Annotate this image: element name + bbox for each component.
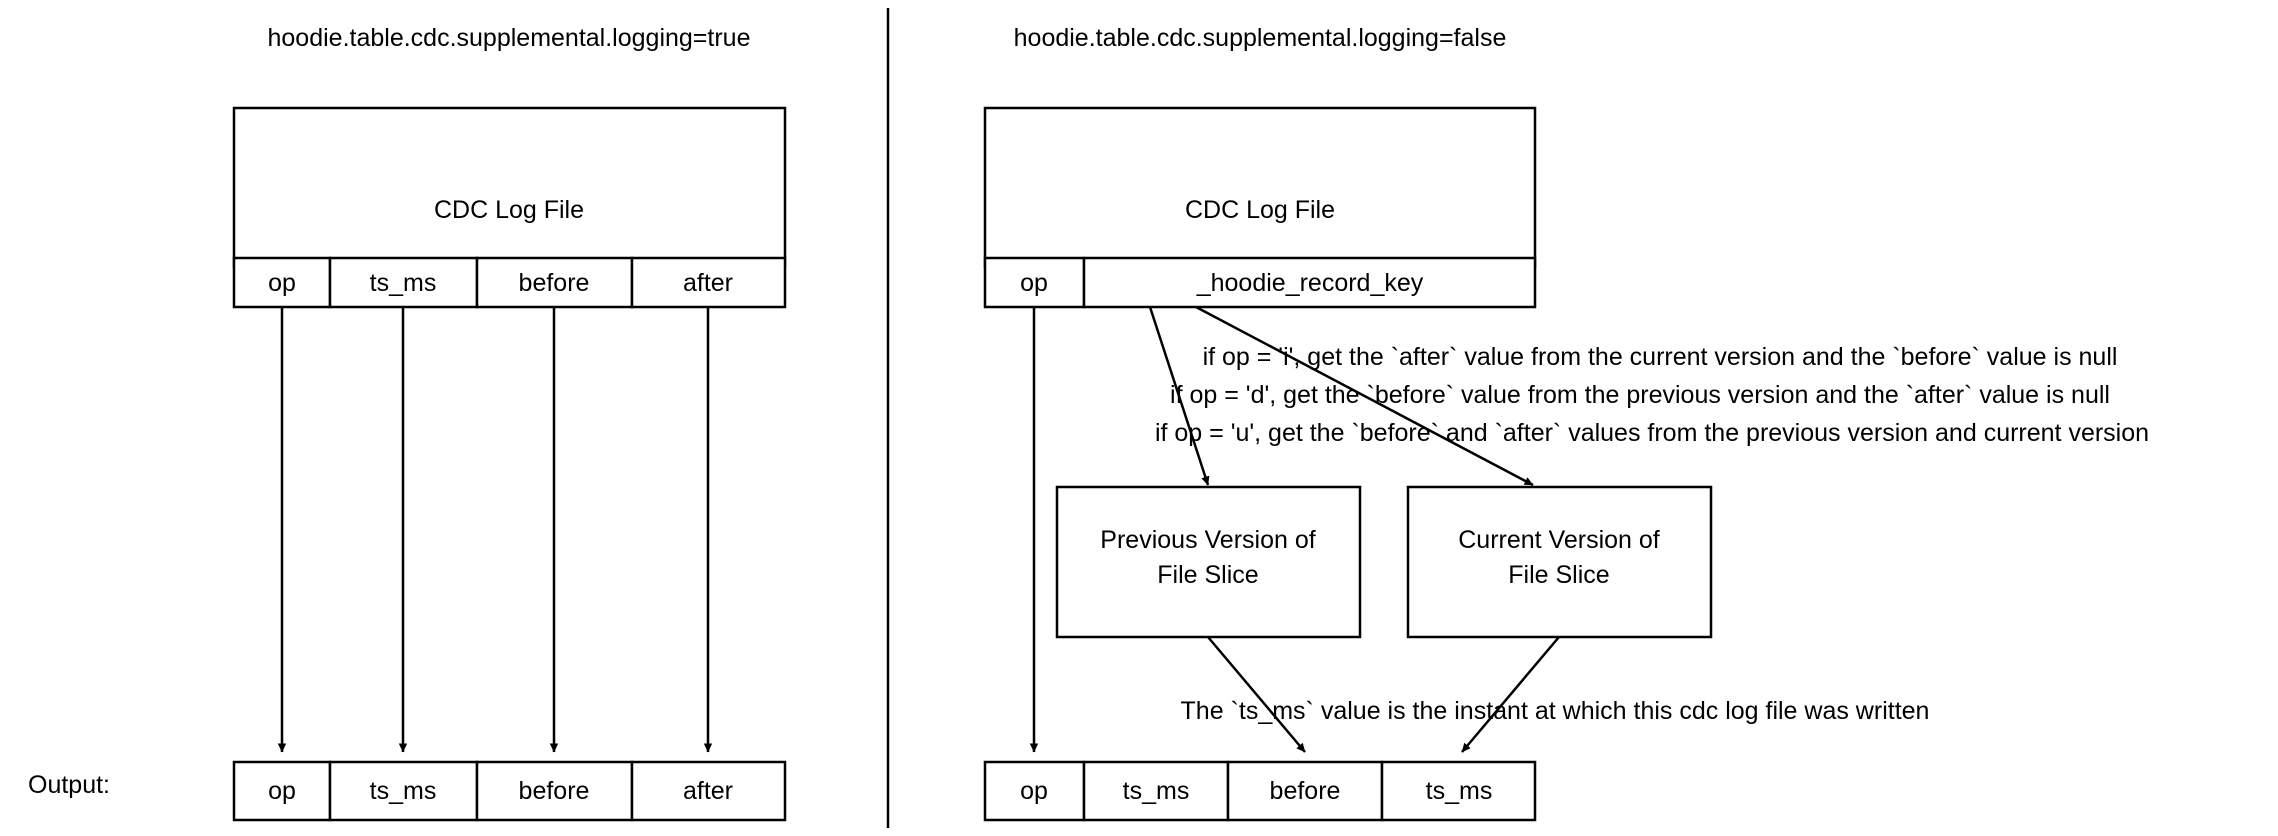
arrow-current-version-to-output bbox=[1461, 636, 1560, 753]
right-cdc-log-file-label: CDC Log File bbox=[1185, 196, 1335, 224]
current-version-line1: Current Version of bbox=[1458, 526, 1660, 554]
left-log-col-op bbox=[232, 256, 332, 309]
left-cdc-log-file-box bbox=[232, 106, 787, 269]
right-log-col-op-label: op bbox=[1020, 269, 1048, 297]
current-version-box bbox=[1406, 485, 1713, 639]
ts-ms-note: The `ts_ms` value is the instant at whic… bbox=[1181, 697, 1930, 725]
right-output-col-ts-ms-2 bbox=[1380, 760, 1537, 822]
left-output-col-after bbox=[630, 760, 787, 822]
left-log-col-before bbox=[475, 256, 634, 309]
left-log-col-ts-ms-label: ts_ms bbox=[370, 269, 437, 297]
right-output-col-op bbox=[983, 760, 1086, 822]
left-output-col-ts-ms-label: ts_ms bbox=[370, 777, 437, 805]
right-output-col-ts-ms-2-label: ts_ms bbox=[1426, 777, 1493, 805]
left-output-col-after-label: after bbox=[683, 777, 733, 805]
left-output-col-op-label: op bbox=[268, 777, 296, 805]
left-log-col-after-label: after bbox=[683, 269, 733, 297]
previous-version-line1: Previous Version of bbox=[1100, 526, 1315, 554]
right-output-col-op-label: op bbox=[1020, 777, 1048, 805]
left-output-col-before bbox=[475, 760, 634, 822]
current-version-line2: File Slice bbox=[1508, 561, 1609, 589]
left-output-col-before-label: before bbox=[519, 777, 590, 805]
left-panel-title: hoodie.table.cdc.supplemental.logging=tr… bbox=[268, 24, 751, 52]
right-arrow-to-previous-version bbox=[1148, 306, 1210, 486]
right-note-update: if op = 'u', get the `before` and `after… bbox=[1155, 419, 2149, 447]
left-log-col-op-label: op bbox=[268, 269, 296, 297]
right-output-col-before bbox=[1226, 760, 1384, 822]
left-output-col-ts-ms bbox=[328, 760, 479, 822]
previous-version-line2: File Slice bbox=[1157, 561, 1258, 589]
right-log-col-record-key bbox=[1082, 256, 1537, 309]
right-output-col-ts-ms bbox=[1082, 760, 1230, 822]
right-output-col-ts-ms-label: ts_ms bbox=[1123, 777, 1190, 805]
right-cdc-log-file-box bbox=[983, 106, 1537, 269]
right-output-col-before-label: before bbox=[1270, 777, 1341, 805]
right-note-insert: if op = 'i', get the `after` value from … bbox=[1203, 343, 2118, 371]
right-note-delete: if op = 'd', get the `before` value from… bbox=[1170, 381, 2110, 409]
previous-version-box bbox=[1055, 485, 1362, 639]
left-log-col-before-label: before bbox=[519, 269, 590, 297]
right-arrow-to-current-version bbox=[1195, 305, 1534, 487]
output-label: Output: bbox=[28, 771, 110, 799]
right-panel-title: hoodie.table.cdc.supplemental.logging=fa… bbox=[1014, 24, 1507, 52]
left-cdc-log-file-label: CDC Log File bbox=[434, 196, 584, 224]
right-log-col-record-key-label: _hoodie_record_key bbox=[1196, 269, 1424, 297]
arrow-previous-version-to-output bbox=[1207, 636, 1306, 753]
